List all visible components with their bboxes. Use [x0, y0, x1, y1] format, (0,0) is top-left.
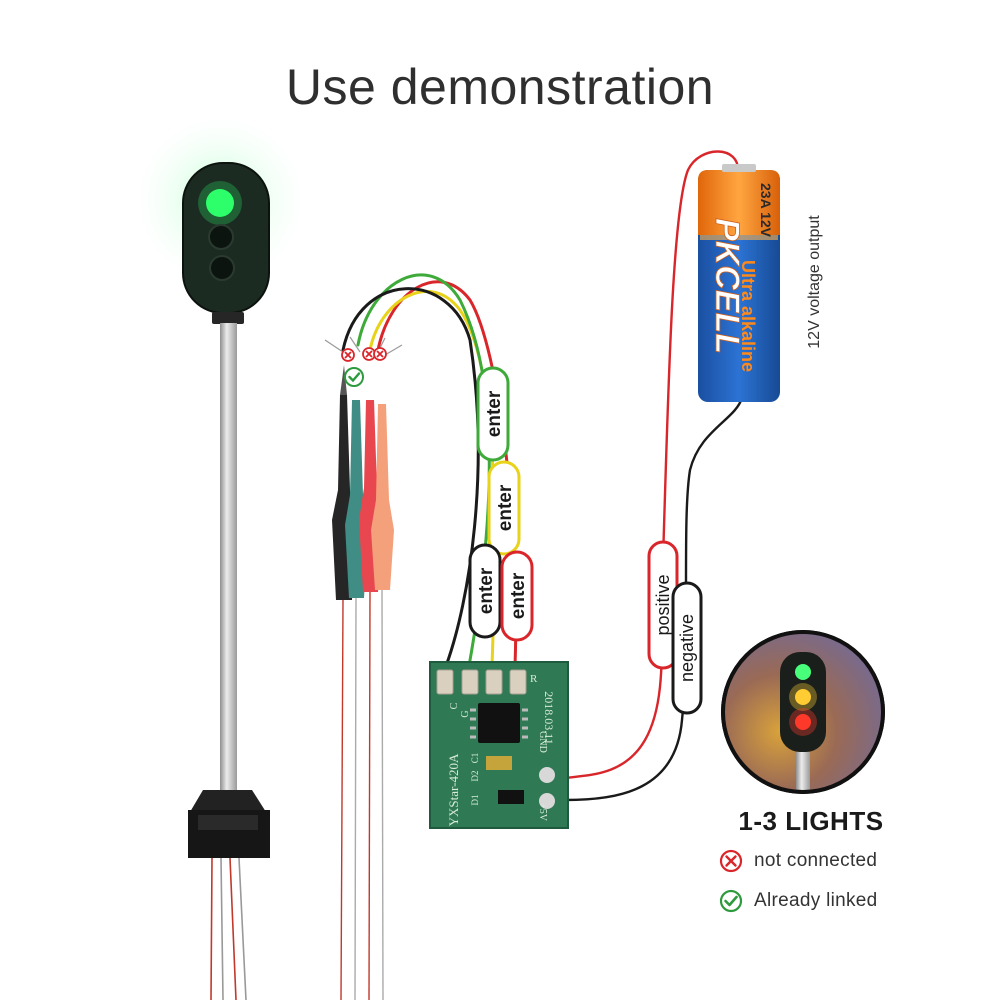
- board-pads: [436, 669, 527, 695]
- board-date: 2018.03.11: [542, 691, 556, 745]
- clip-wires: [340, 589, 384, 1000]
- test-clips: [332, 365, 394, 600]
- traffic-signal: [182, 162, 270, 858]
- battery-type: Ultra alkaline: [738, 260, 758, 372]
- board-d2: D2: [470, 771, 480, 782]
- enter-label-red-pill: [500, 550, 534, 642]
- inset-green-lamp: [795, 664, 811, 680]
- circuit-board: [429, 661, 569, 829]
- inset-heading: 1-3 LIGHTS: [738, 806, 884, 836]
- clip-orange: [371, 404, 394, 590]
- board-d1: D1: [470, 795, 480, 806]
- enter-label-red: enter: [508, 572, 529, 619]
- clip-cross-icon-3: [373, 347, 387, 361]
- board-pin-c: C: [449, 702, 460, 709]
- battery-model: 23A 12V: [758, 183, 774, 238]
- legend-not-connected-label: not connected: [754, 850, 878, 871]
- page-title: Use demonstration: [285, 59, 715, 115]
- inset-yellow-lamp: [795, 689, 811, 705]
- cross-circle-icon: [719, 849, 743, 873]
- signal-pole: [220, 323, 237, 803]
- battery-voltage-note: 12V voltage output: [806, 215, 823, 349]
- board-gnd: GND: [537, 731, 548, 753]
- signal-middle-lamp: [208, 224, 234, 250]
- inset-circle: [721, 630, 885, 794]
- wire-black: [341, 287, 480, 668]
- board-chip: [478, 703, 520, 743]
- legend-already-linked-label: Already linked: [754, 890, 878, 911]
- enter-label-yellow: enter: [495, 484, 516, 531]
- board-pin-r: R: [530, 673, 538, 685]
- enter-label-yellow-pill: [487, 460, 521, 556]
- clip-cross-icon-1: [341, 348, 355, 362]
- enter-label-green-pill: [476, 366, 510, 462]
- battery-wire-red: [564, 150, 740, 780]
- clip-check-icon: [344, 367, 364, 387]
- check-circle-icon: [719, 889, 743, 913]
- negative-label-pill: [671, 581, 703, 715]
- legend-already-linked: Already linked: [718, 886, 878, 916]
- enter-label-green: enter: [484, 390, 505, 437]
- legend-not-connected: not connected: [718, 846, 877, 876]
- positive-label: positive: [653, 574, 673, 635]
- battery-brand: PKCELL: [708, 218, 746, 354]
- board-pin-g: G: [460, 710, 471, 717]
- board-model: YXStar-420A: [446, 753, 461, 826]
- signal-bottom-lamp: [209, 255, 235, 281]
- board-silkscreen: YXStar-420A 2018.03.11 R G C GND +5V D1 …: [446, 673, 556, 826]
- enter-label-black-pill: [468, 543, 502, 639]
- board-c1: C1: [470, 753, 480, 764]
- enter-label-black: enter: [476, 567, 497, 614]
- chip-pins: [470, 708, 528, 739]
- battery: [698, 164, 780, 402]
- base-wires: [210, 857, 247, 1000]
- signal-green-lamp: [206, 189, 234, 217]
- inset-red-lamp: [795, 714, 811, 730]
- negative-label: negative: [677, 614, 697, 682]
- board-v5: +5V: [537, 803, 548, 822]
